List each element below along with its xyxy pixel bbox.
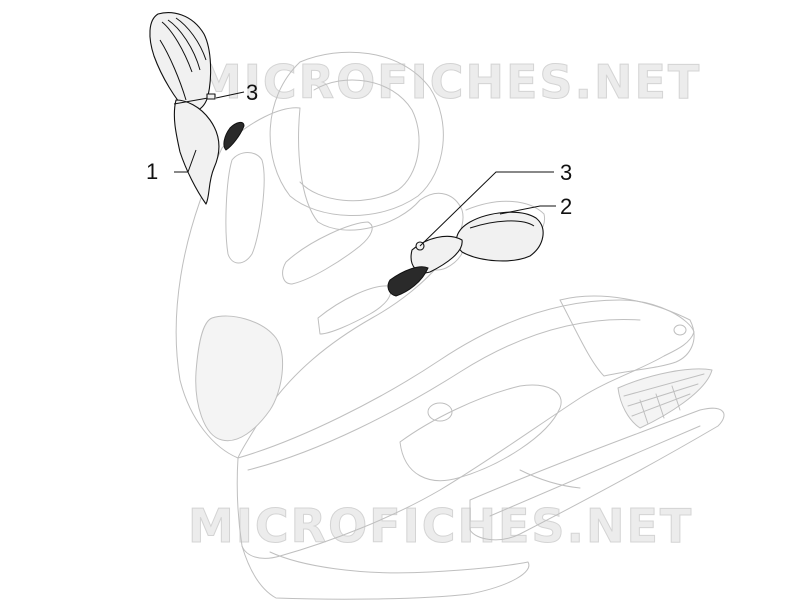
footboard-outline	[469, 407, 725, 541]
fastener-ghost	[427, 402, 453, 422]
left-mirror-hatching	[159, 17, 207, 101]
front-fairing-outline	[175, 107, 464, 459]
windshield-inner-line	[299, 79, 420, 202]
side-grille	[617, 368, 713, 429]
right-indicator-outline	[282, 221, 373, 285]
lower-nose-outline	[241, 545, 530, 600]
grille-mesh	[623, 373, 705, 425]
callout-2-leader	[499, 205, 556, 215]
screw-3a	[206, 93, 216, 100]
callout-3b-label: 3	[560, 160, 572, 185]
left-mirror-joint	[173, 97, 209, 105]
detail-line	[519, 469, 581, 489]
callout-1-leader	[174, 149, 197, 173]
watermark-bottom: MICROFICHES.NET	[188, 499, 693, 553]
headlight-outline	[195, 315, 283, 442]
side-panel-outline	[399, 384, 562, 482]
callout-1-label: 1	[146, 159, 158, 184]
windshield-outline	[269, 51, 444, 216]
callout-3b-leader	[419, 171, 554, 247]
callouts: 1 3 3 2	[146, 80, 572, 247]
callout-3a-leader	[215, 91, 245, 99]
bolt-ghost	[673, 324, 687, 336]
left-indicator-outline	[225, 152, 265, 264]
callout-2-label: 2	[560, 194, 572, 219]
left-mirror-glass	[149, 12, 212, 113]
left-mirror-stem	[173, 99, 220, 205]
footboard-crease	[489, 425, 701, 517]
watermark-top: MICROFICHES.NET	[196, 55, 701, 109]
right-panel-outline	[559, 295, 695, 377]
left-mirror-base	[223, 121, 245, 151]
right-mirror-rim	[469, 220, 535, 229]
left-mirror-part	[149, 12, 245, 205]
right-mirror-glass	[455, 211, 544, 262]
scooter-front-body-outline	[175, 51, 725, 600]
vent-outline	[317, 285, 392, 335]
right-mirror-part	[387, 211, 544, 297]
right-mirror-base	[387, 266, 429, 297]
legshield-crease	[247, 318, 641, 471]
callout-3a-label: 3	[246, 80, 258, 105]
